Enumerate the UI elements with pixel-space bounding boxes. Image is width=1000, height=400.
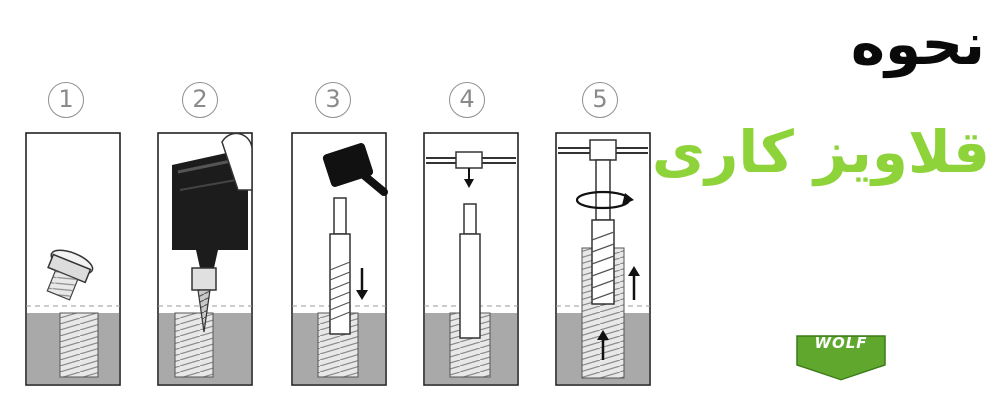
- step-3-panel: [291, 132, 388, 386]
- step-number-1: 1: [48, 82, 84, 118]
- down-arrow-icon: [464, 168, 474, 188]
- step-5-panel: [555, 132, 651, 386]
- step-2-panel: [157, 132, 253, 386]
- extractor-icon: [329, 197, 351, 335]
- step-number-5: 5: [582, 82, 618, 118]
- page-title-line2: قلاویز کاری: [651, 118, 990, 186]
- wolf-logo: [796, 335, 886, 382]
- rotate-arrow-icon: [575, 190, 634, 210]
- up-arrow-icon: [597, 330, 609, 360]
- step-number-4: 4: [449, 82, 485, 118]
- step-4-panel: [423, 132, 519, 386]
- up-arrow-icon: [628, 266, 640, 300]
- step-1-panel: [25, 132, 121, 386]
- step-number-3: 3: [315, 82, 351, 118]
- logo-brand-text: WOLF: [814, 334, 868, 352]
- tap-wrench-icon: [558, 139, 648, 305]
- drill-icon: [172, 132, 253, 333]
- page-title-line1: نحوه: [850, 10, 985, 78]
- broken-bolt-icon: [46, 249, 94, 301]
- tap-icon: [459, 203, 481, 339]
- step-number-2: 2: [182, 82, 218, 118]
- down-arrow-icon: [356, 268, 368, 300]
- hammer-icon: [322, 143, 388, 196]
